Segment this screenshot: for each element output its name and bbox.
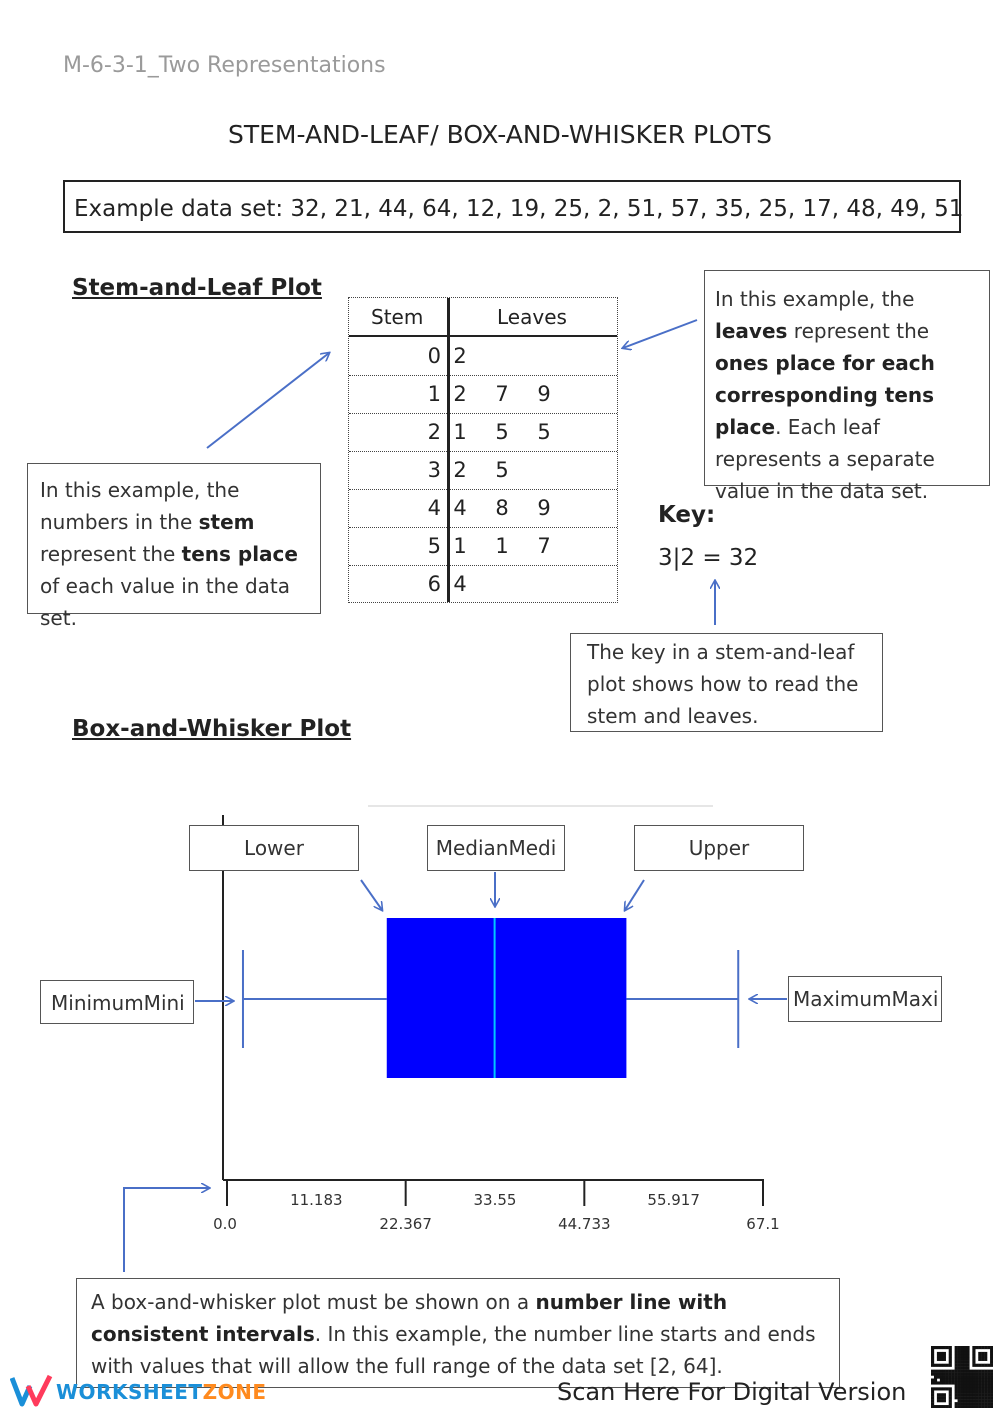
tick-label: 33.55: [474, 1191, 517, 1209]
leaf-value: 2: [453, 344, 467, 368]
leaf-value: 9: [537, 382, 551, 406]
median-label: MedianMedi: [427, 825, 565, 871]
stem-value: 5: [427, 534, 441, 558]
leaves-arrow: [623, 319, 698, 348]
leaf-value: 1: [453, 534, 467, 558]
leaf-value: 9: [537, 496, 551, 520]
tick-label: 11.183: [290, 1191, 343, 1209]
tick-label: 22.367: [379, 1215, 432, 1233]
minimum-label: MinimumMini: [40, 980, 194, 1024]
tick-label: 55.917: [647, 1191, 700, 1209]
key-text: 3|2 = 32: [658, 545, 759, 571]
lower-arrow: [360, 879, 382, 910]
leaf-value: 5: [495, 458, 509, 482]
stem-value: 3: [427, 458, 441, 482]
stem-value: 1: [427, 382, 441, 406]
box-plot-section-title: Box-and-Whisker Plot: [72, 716, 352, 742]
lower-label: Lower: [189, 825, 359, 871]
axis-note-arrow: [123, 1188, 209, 1272]
stem-value: 0: [427, 344, 441, 368]
leaf-value: 1: [453, 420, 467, 444]
leaf-value: 7: [537, 534, 551, 558]
leaf-value: 2: [453, 382, 467, 406]
upper-arrow: [625, 879, 645, 910]
dataset-box: Example data set: 32, 21, 44, 64, 12, 19…: [63, 180, 963, 233]
leaf-value: 5: [537, 420, 551, 444]
leaves-header: Leaves: [497, 305, 567, 329]
stem-value: 6: [427, 572, 441, 596]
stem-leaf-divider: [447, 298, 450, 602]
qr-code-icon[interactable]: [931, 1346, 993, 1408]
axis-note: A box-and-whisker plot must be shown on …: [76, 1278, 840, 1388]
leaf-value: 5: [495, 420, 509, 444]
stem-value: 4: [427, 496, 441, 520]
leaf-value: 7: [495, 382, 509, 406]
leaf-value: 2: [453, 458, 467, 482]
worksheetzone-logo-icon: [10, 1374, 53, 1407]
stem-value: 2: [427, 420, 441, 444]
leaves-note: In this example, the leaves represent th…: [704, 270, 990, 503]
upper-label: Upper: [634, 825, 804, 871]
key-label: Key:: [658, 502, 716, 528]
page-title: STEM-AND-LEAF/ BOX-AND-WHISKER PLOTS: [227, 120, 773, 149]
stem-note: In this example, the numbers in the stem…: [27, 463, 321, 630]
tick-label: 44.733: [558, 1215, 611, 1233]
tick-label: 67.1: [746, 1215, 779, 1233]
scan-text: Scan Here For Digital Version: [557, 1378, 907, 1406]
leaf-value: 1: [495, 534, 509, 558]
leaf-value: 8: [495, 496, 509, 520]
interquartile-box: [386, 918, 627, 1078]
stem-header: Stem: [371, 305, 424, 329]
stem-leaf-section-title: Stem-and-Leaf Plot: [72, 275, 322, 301]
leaf-value: 4: [453, 572, 467, 596]
worksheet-code: M-6-3-1_Two Representations: [63, 53, 386, 78]
key-note: The key in a stem-and-leaf plot shows ho…: [570, 633, 883, 732]
leaf-value: 4: [453, 496, 467, 520]
stem-arrow: [206, 353, 329, 449]
brand-name: WORKSHEETZONE: [56, 1380, 267, 1404]
tick-label: 0.0: [213, 1215, 237, 1233]
maximum-label: MaximumMaxi: [788, 976, 942, 1022]
